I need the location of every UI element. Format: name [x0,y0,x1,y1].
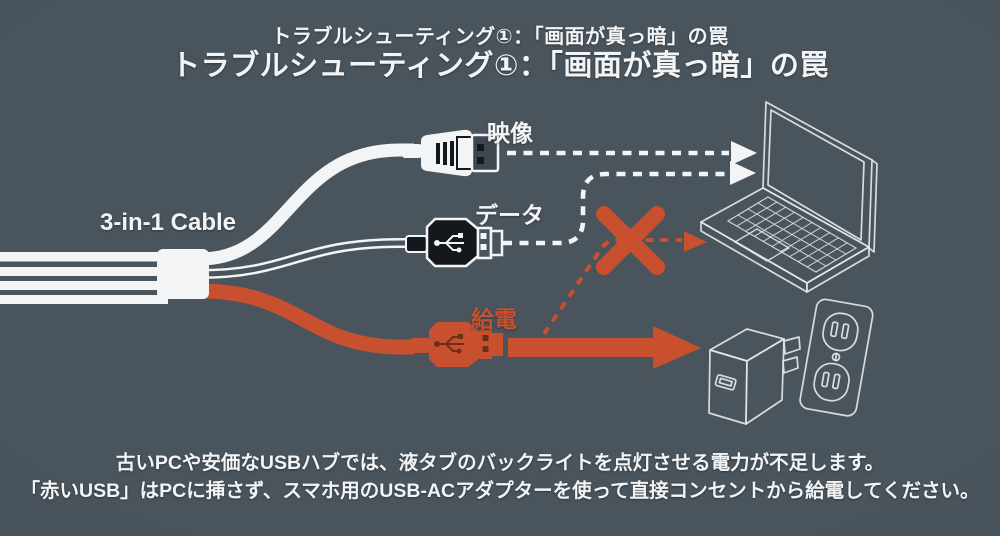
power-dashed-arrow [542,231,707,336]
trackpad [735,229,789,261]
plug-prong [783,336,801,355]
usb-port [714,374,737,391]
laptop-icon [701,101,877,292]
footer-note-line2: 「赤いUSB」はPCに挿さず、スマホ用のUSB-ACアダプターを使って直接コンセ… [20,480,980,502]
data-connector-label: データ [475,202,544,228]
keyboard-grid [728,197,856,272]
footer-note-line1: 古いPCや安価なUSBハブでは、液タブのバックライトを点灯させる電力が不足します… [115,452,885,474]
data-dashed-arrow [503,161,756,246]
cable-label: 3-in-1 Cable [100,209,237,236]
arrowhead-icon [731,141,757,165]
plug-prong [782,356,799,374]
subtitle: トラブルシューティング①：「画面が真っ暗」の罠 [271,26,729,48]
power-connector-label: 給電 [471,306,517,332]
power-solid-arrow [508,326,701,369]
trunk-cable-strands [0,252,168,304]
outlet-socket [822,312,859,352]
power-cable [199,283,414,355]
page-title: トラブルシューティング①：「画面が真っ暗」の罠 [171,50,829,82]
usb-ac-adapter-icon [708,328,801,425]
usb-plug-icon [410,322,503,367]
data-cable [199,238,409,279]
usb-trident-icon [434,334,464,354]
wall-outlet-icon [799,298,874,417]
video-dashed-arrow [507,141,757,165]
usb-trident-icon [434,233,464,253]
usb-plug-icon [405,217,504,268]
outlet-socket [813,362,850,402]
video-connector-label: 映像 [487,120,533,146]
splitter-box [157,249,209,299]
video-cable [199,143,414,266]
x-mark-icon [596,206,665,275]
arrowhead-icon [730,161,756,185]
hdmi-plug-icon [402,129,500,177]
arrowhead-icon [684,231,707,252]
